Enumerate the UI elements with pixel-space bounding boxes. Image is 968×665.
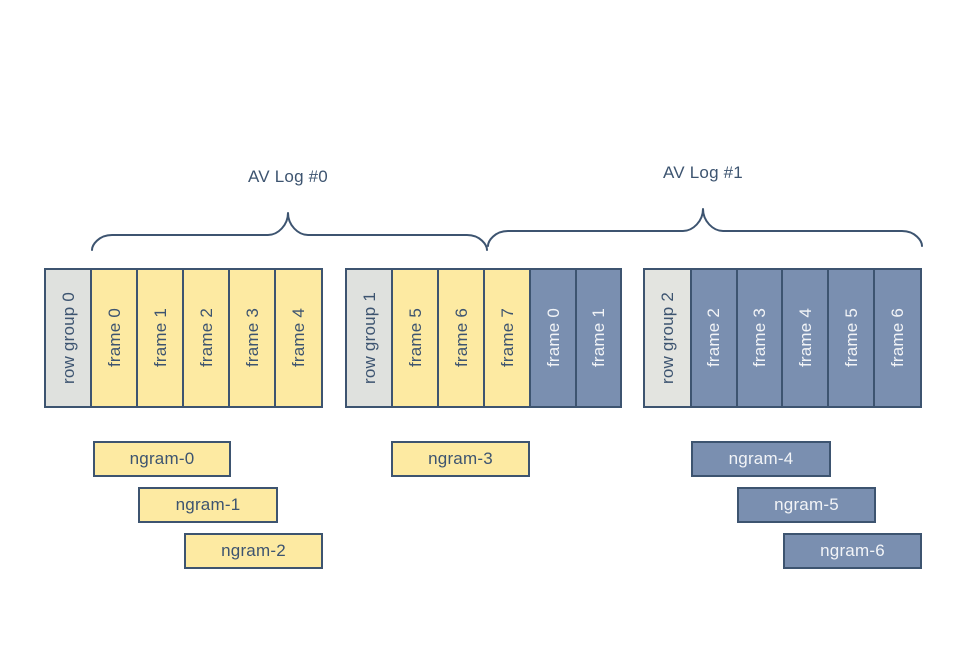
cell-row-group-2[interactable]: row group 2 (645, 270, 692, 406)
cell-label: frame 0 (104, 308, 124, 368)
cell-label: frame 2 (196, 308, 216, 368)
cell-label: frame 1 (150, 308, 170, 368)
cell-label: frame 0 (543, 308, 563, 368)
ngram-box-1[interactable]: ngram-1 (138, 487, 278, 523)
cell-label: frame 1 (589, 308, 608, 368)
ngram-box-5[interactable]: ngram-5 (737, 487, 876, 523)
cell-frame-3[interactable]: frame 3 (230, 270, 276, 406)
brace-0 (91, 212, 488, 251)
cell-frame-0-log1[interactable]: frame 0 (531, 270, 577, 406)
cell-label: frame 5 (405, 308, 425, 368)
ngram-box-6[interactable]: ngram-6 (783, 533, 922, 569)
cell-row-group-0[interactable]: row group 0 (46, 270, 92, 406)
cell-label: row group 0 (58, 292, 78, 384)
cell-label: frame 3 (242, 308, 262, 368)
cell-frame-3-log1[interactable]: frame 3 (737, 270, 784, 406)
cell-frame-2[interactable]: frame 2 (184, 270, 230, 406)
cell-label: frame 7 (497, 308, 517, 368)
cell-frame-0[interactable]: frame 0 (92, 270, 138, 406)
cell-label: row group 1 (359, 292, 379, 384)
ngram-box-0[interactable]: ngram-0 (93, 441, 231, 477)
cell-label: frame 6 (451, 308, 471, 368)
cell-label: row group 2 (657, 292, 677, 384)
cell-frame-1[interactable]: frame 1 (138, 270, 184, 406)
cell-label: frame 4 (289, 308, 308, 368)
ngram-box-2[interactable]: ngram-2 (184, 533, 323, 569)
cell-frame-1-log1[interactable]: frame 1 (577, 270, 620, 406)
cell-frame-6[interactable]: frame 6 (439, 270, 485, 406)
cell-row-group-1[interactable]: row group 1 (347, 270, 393, 406)
cell-frame-6-log1[interactable]: frame 6 (875, 270, 920, 406)
cell-frame-5-log1[interactable]: frame 5 (829, 270, 876, 406)
cell-frame-7[interactable]: frame 7 (485, 270, 531, 406)
cell-frame-5[interactable]: frame 5 (393, 270, 439, 406)
ngram-box-4[interactable]: ngram-4 (691, 441, 831, 477)
cell-label: frame 3 (750, 308, 770, 368)
brace-1 (487, 208, 923, 247)
cell-label: frame 4 (795, 308, 815, 368)
ngram-box-3[interactable]: ngram-3 (391, 441, 530, 477)
cell-label: frame 6 (888, 308, 908, 368)
cell-frame-4-log1[interactable]: frame 4 (783, 270, 830, 406)
row-group-2[interactable]: row group 2 frame 2 frame 3 frame 4 fram… (643, 268, 922, 408)
cell-label: frame 5 (841, 308, 861, 368)
cell-label: frame 2 (704, 308, 724, 368)
brace-label-av-log-0: AV Log #0 (248, 167, 328, 186)
brace-label-av-log-1: AV Log #1 (663, 163, 743, 182)
cell-frame-2-log1[interactable]: frame 2 (691, 270, 738, 406)
cell-frame-4[interactable]: frame 4 (276, 270, 321, 406)
row-group-1[interactable]: row group 1 frame 5 frame 6 frame 7 fram… (345, 268, 622, 408)
row-group-0[interactable]: row group 0 frame 0 frame 1 frame 2 fram… (44, 268, 323, 408)
